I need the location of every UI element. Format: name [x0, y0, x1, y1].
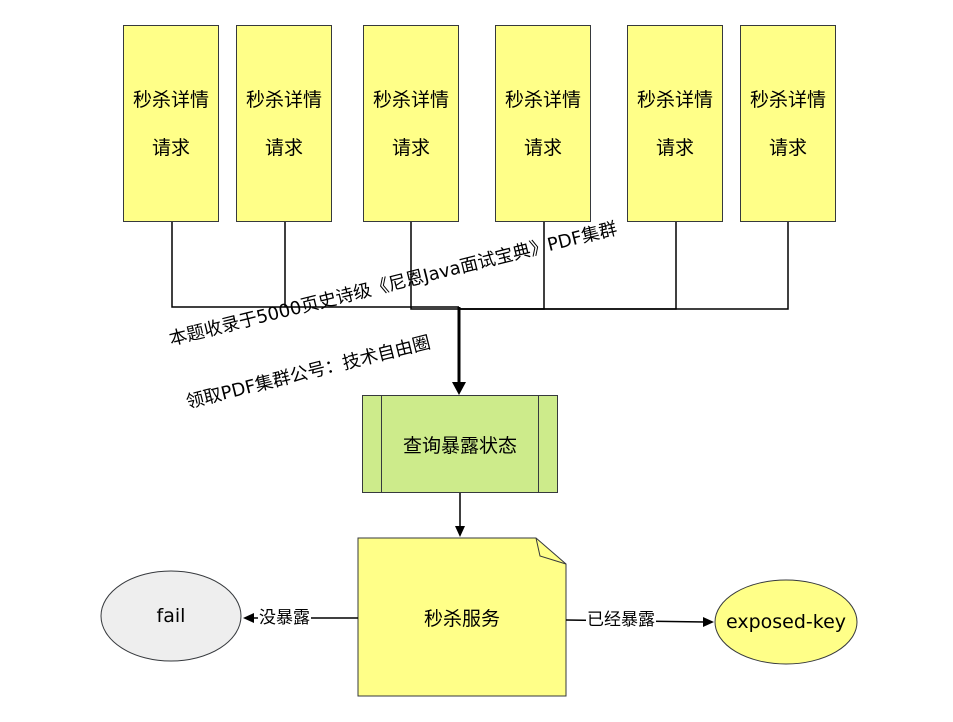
- request-node-line1: 秒杀详情: [504, 88, 581, 111]
- request-node-6: 秒杀详情 请求: [740, 25, 836, 222]
- fail-node-label: fail: [156, 605, 186, 627]
- service-node: 秒杀服务: [358, 538, 566, 696]
- query-node: 查询暴露状态: [362, 395, 558, 493]
- request-node-line1: 秒杀详情: [372, 88, 449, 111]
- request-node-line1: 秒杀详情: [749, 88, 826, 111]
- request-node-line2: 请求: [391, 136, 430, 159]
- query-node-right-bar: [538, 396, 539, 492]
- request-node-4: 秒杀详情 请求: [495, 25, 591, 222]
- request-connectors: [171, 222, 789, 310]
- service-node-label: 秒杀服务: [423, 607, 500, 630]
- request-node-line1: 秒杀详情: [132, 88, 209, 111]
- connector-1: [171, 222, 459, 308]
- connector-3: [410, 222, 459, 310]
- request-node-1: 秒杀详情 请求: [123, 25, 219, 222]
- edge-label-not-exposed: 没暴露: [258, 608, 311, 628]
- request-node-2: 秒杀详情 请求: [236, 25, 332, 222]
- request-node-5: 秒杀详情 请求: [627, 25, 723, 222]
- exposed-key-node-label: exposed-key: [725, 611, 847, 633]
- request-node-line2: 请求: [151, 136, 190, 159]
- edge-label-exposed: 已经暴露: [586, 610, 656, 630]
- query-node-label: 查询暴露状态: [402, 434, 517, 457]
- service-node-fold: [535, 537, 567, 565]
- fail-node-shape: [100, 570, 242, 662]
- request-node-line2: 请求: [655, 136, 694, 159]
- connector-6: [459, 222, 789, 310]
- request-node-line2: 请求: [523, 136, 562, 159]
- exposed-key-node: exposed-key: [715, 580, 857, 664]
- request-node-3: 秒杀详情 请求: [363, 25, 459, 222]
- fail-node: fail: [101, 571, 241, 661]
- query-node-left-bar: [381, 396, 382, 492]
- arrow-to-query: [452, 307, 466, 395]
- request-node-line2: 请求: [264, 136, 303, 159]
- arrow-to-service: [455, 493, 465, 537]
- service-node-shape: [357, 537, 567, 697]
- exposed-key-node-shape: [714, 579, 858, 665]
- request-node-line1: 秒杀详情: [636, 88, 713, 111]
- request-node-line2: 请求: [768, 136, 807, 159]
- request-node-line1: 秒杀详情: [245, 88, 322, 111]
